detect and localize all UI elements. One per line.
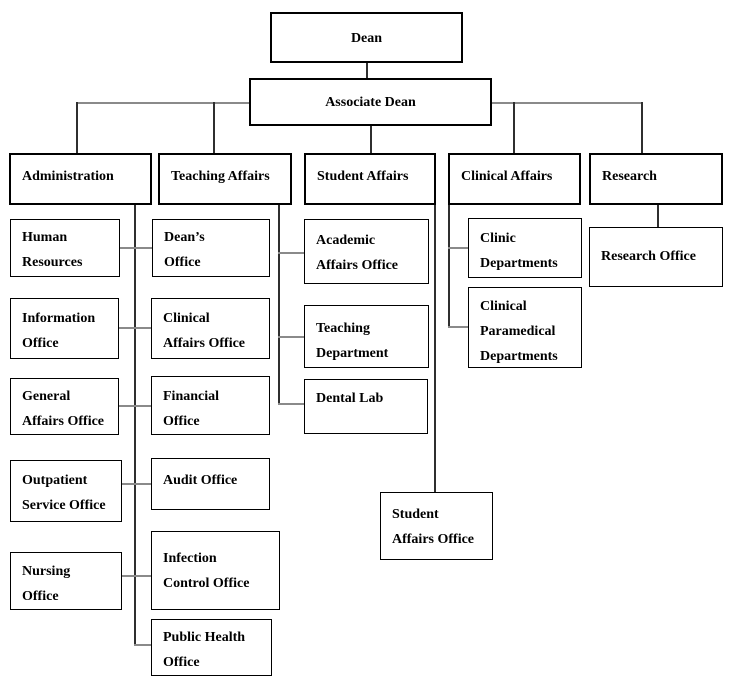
node-administration: Administration — [9, 153, 152, 205]
node-research-office: Research Office — [589, 227, 723, 287]
node-clinic-departments: Clinic Departments — [468, 218, 582, 278]
node-associate-dean: Associate Dean — [249, 78, 492, 126]
connector-feeder-left — [76, 102, 250, 104]
connector-trunk-clinical-affairs — [448, 204, 450, 328]
node-human-resources: Human Resources — [10, 219, 120, 277]
node-academic-affairs-office: Academic Affairs Office — [304, 219, 429, 284]
connector-drop-teaching-affairs — [213, 102, 215, 154]
connector-tick-clinic-departments — [448, 247, 468, 249]
connector-trunk-administration — [134, 204, 136, 645]
node-information-office: Information Office — [10, 298, 119, 359]
connector-trunk-student-affairs — [434, 204, 436, 492]
connector-tick-dental-lab — [278, 403, 304, 405]
connector-dean-to-associate-dean — [366, 63, 368, 79]
connector-tick-outpatient-audit — [122, 483, 151, 485]
node-dental-lab: Dental Lab — [304, 379, 428, 434]
connector-drop-student-affairs — [370, 126, 372, 154]
node-dean: Dean — [270, 12, 463, 63]
connector-trunk-teaching-affairs — [278, 204, 280, 405]
node-general-affairs-office: General Affairs Office — [10, 378, 119, 435]
connector-tick-human-resources-deans-office — [120, 247, 152, 249]
connector-tick-academic-affairs-office — [278, 252, 304, 254]
connector-tick-nursing-infection — [122, 575, 151, 577]
node-clinical-affairs: Clinical Affairs — [448, 153, 581, 205]
connector-tick-general-financial — [119, 405, 151, 407]
connector-drop-research — [641, 102, 643, 154]
node-deans-office: Dean’s Office — [152, 219, 270, 277]
node-teaching-affairs: Teaching Affairs — [158, 153, 292, 205]
node-teaching-department: Teaching Department — [304, 305, 429, 368]
connector-feeder-right — [492, 102, 642, 104]
node-public-health-office: Public Health Office — [151, 619, 272, 676]
node-clinical-paramedical-departments: Clinical Paramedical Departments — [468, 287, 582, 368]
node-financial-office: Financial Office — [151, 376, 270, 435]
connector-tick-clinical-paramedical — [448, 326, 468, 328]
node-audit-office: Audit Office — [151, 458, 270, 510]
connector-trunk-research — [657, 204, 659, 228]
connector-drop-clinical-affairs — [513, 102, 515, 154]
node-nursing-office: Nursing Office — [10, 552, 122, 610]
connector-tick-information-clinical-affairs-office — [119, 327, 151, 329]
connector-drop-administration — [76, 102, 78, 154]
node-outpatient-service-office: Outpatient Service Office — [10, 460, 122, 522]
node-research: Research — [589, 153, 723, 205]
node-student-affairs: Student Affairs — [304, 153, 436, 205]
connector-tick-public-health — [134, 644, 151, 646]
connector-tick-teaching-department — [278, 336, 304, 338]
node-clinical-affairs-office: Clinical Affairs Office — [151, 298, 270, 359]
node-infection-control-office: Infection Control Office — [151, 531, 280, 610]
node-student-affairs-office: Student Affairs Office — [380, 492, 493, 560]
